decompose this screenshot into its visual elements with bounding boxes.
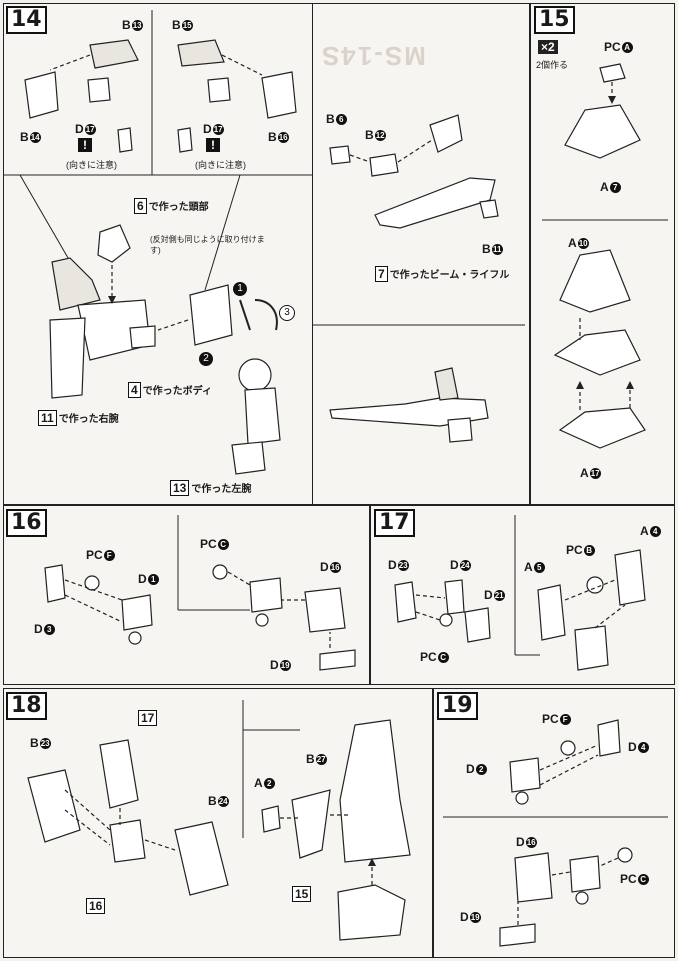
warning-icon-right: !	[206, 138, 220, 152]
sequence-mark-2: 2	[199, 352, 213, 366]
sequence-mark-3: 3	[279, 305, 295, 321]
ref-17-box: 17	[138, 710, 159, 726]
ref-15-box: 15	[292, 886, 313, 902]
step-number-18: 18	[6, 692, 47, 720]
step-number-17: 17	[374, 509, 415, 537]
opposite-side-note: (反対側も同じように取り付けます)	[150, 235, 265, 255]
step-number-15: 15	[534, 6, 575, 34]
orientation-note-left: (向きに注意)	[66, 160, 117, 170]
make-two-badge: ×2	[538, 40, 558, 54]
step-number-19: 19	[437, 692, 478, 720]
step-number-14: 14	[6, 6, 47, 34]
warning-icon-left: !	[78, 138, 92, 152]
orientation-note-right: (向きに注意)	[195, 160, 246, 170]
ref-16-box: 16	[86, 898, 107, 914]
step-number-16: 16	[6, 509, 47, 537]
make-two-note: 2個作る	[536, 60, 569, 70]
sequence-mark-1: 1	[233, 282, 247, 296]
